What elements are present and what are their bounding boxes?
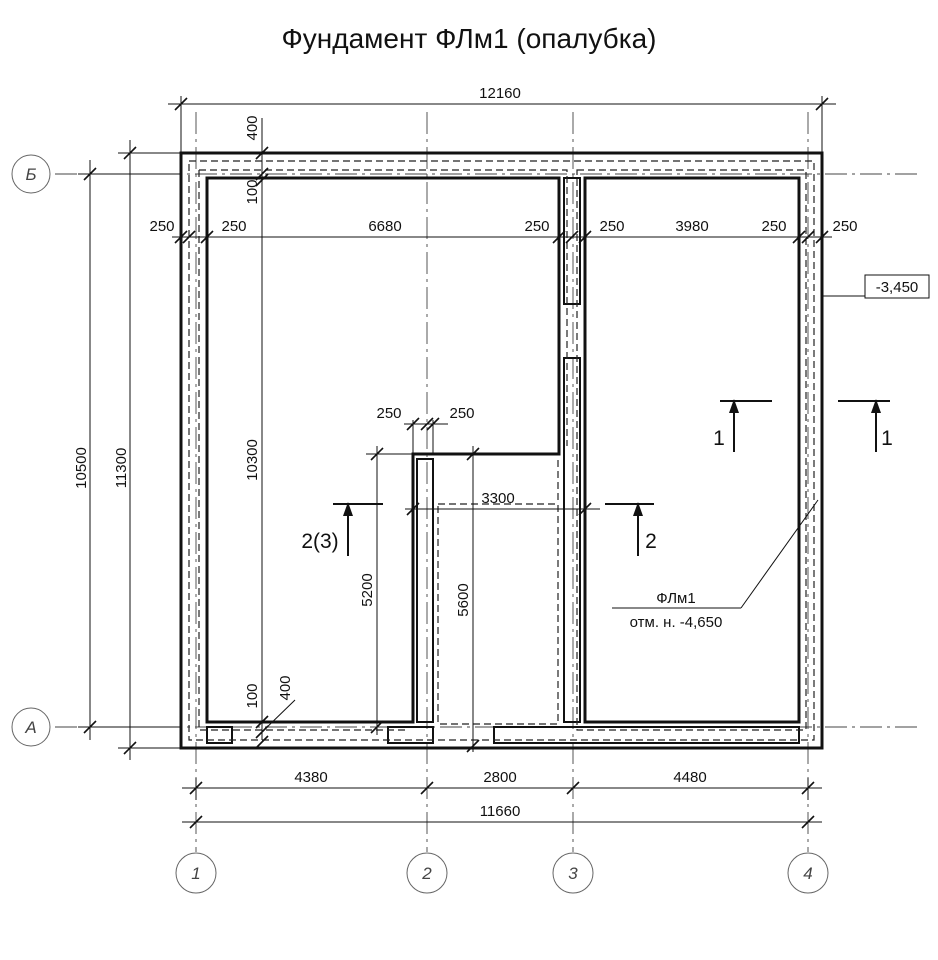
axis-bubble-4 [787,852,829,894]
axis-bubble-B [11,154,51,194]
dim-top-3980: 3980 [675,218,708,235]
axis-label-A: А [24,718,36,737]
dim-12160: 12160 [479,85,521,102]
dim-bottom-4480: 4480 [673,769,706,786]
dim-top-250-5: 250 [761,218,786,235]
flm-level: отм. н. -4,650 [630,614,723,631]
dim-3300: 3300 [481,490,514,507]
axis-lines [55,112,918,852]
right-room-inner-edge [583,176,801,724]
dim-upper-100: 100 [244,179,261,204]
axis-label-4: 4 [803,864,812,883]
dim-lower-100: 100 [244,683,261,708]
section-2-label: 2 [645,530,657,553]
dim-top-250-3: 250 [524,218,549,235]
foundation-outline [179,151,824,750]
section-marks: 1 1 2 2(3) [301,399,893,556]
axis-bubble-2 [406,852,448,894]
dim-top-6680: 6680 [368,218,401,235]
section-1-right-label: 1 [881,427,893,450]
level-box-value: -3,450 [876,279,919,296]
dim-bottom-4380: 4380 [294,769,327,786]
inner-pier [416,458,434,723]
flm-mark: ФЛм1 [656,590,695,607]
dim-interior-250-a: 250 [376,405,401,422]
dim-5200: 5200 [359,573,376,606]
dim-top-250-6: 250 [832,218,857,235]
outer-foundation-edge [179,151,824,750]
section-1-left-label: 1 [713,427,725,450]
axis-bubble-3 [552,852,594,894]
axis-label-3: 3 [568,864,578,883]
axis-label-1: 1 [191,864,200,883]
dim-10300: 10300 [244,439,261,481]
dim-interior-250-b: 250 [449,405,474,422]
dashed-right-offset [576,169,807,731]
dim-lower-400: 400 [277,675,294,700]
level-box [864,274,930,299]
dim-top-250-2: 250 [221,218,246,235]
axis-bubble-A [11,707,51,747]
section-2-3-label: 2(3) [301,530,338,553]
dashed-middle-offset [437,503,559,725]
dim-bottom-11660: 11660 [480,803,521,820]
axis-label-2: 2 [421,864,432,883]
dim-bottom-2800: 2800 [483,769,516,786]
callouts: -3,450 ФЛм1 отм. н. -4,650 [612,274,930,631]
foot-block-2 [387,726,434,744]
dim-top-250-4: 250 [599,218,624,235]
dim-11300: 11300 [113,448,130,489]
dimension-texts: 12160 250 250 6680 250 250 3980 250 250 … [73,85,858,820]
dashed-outer-offset [188,160,815,741]
dim-10500: 10500 [73,447,90,489]
axis-bubbles: Б А 1 2 3 4 [11,154,829,894]
axis-bubble-1 [175,852,217,894]
dim-5600: 5600 [455,583,472,616]
dim-upper-400: 400 [244,115,261,140]
drawing-title: Фундамент ФЛм1 (опалубка) [282,23,657,54]
dimension-lines [78,96,836,829]
foot-block-3 [493,726,800,744]
dim-top-250-1: 250 [149,218,174,235]
dashed-left-offset [198,169,568,731]
foot-block-1 [206,726,233,744]
axis-label-B: Б [25,165,36,184]
dashed-offsets [188,160,815,741]
wall-stub-lower [563,357,581,723]
